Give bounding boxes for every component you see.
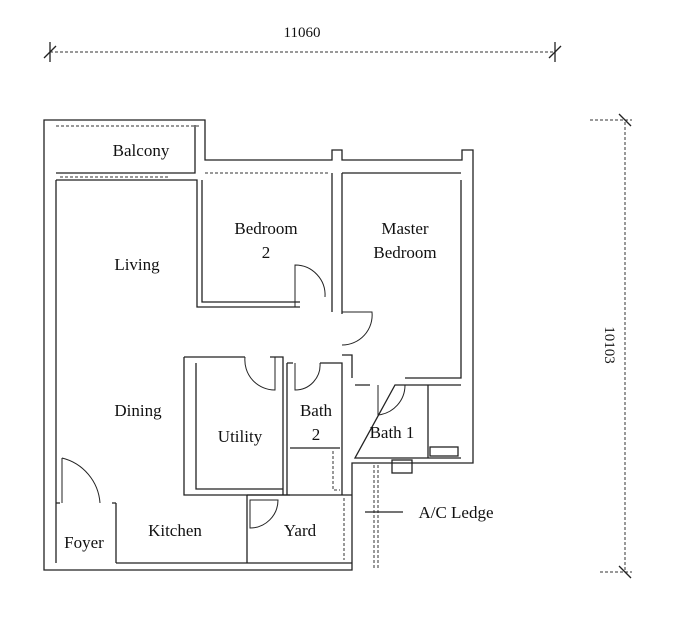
door-foyer <box>61 457 101 504</box>
height-dimension: 10103 <box>590 113 632 579</box>
width-dimension-label: 11060 <box>284 25 321 41</box>
label-bath1: Bath 1 <box>370 423 415 442</box>
label-bedroom2-line1: Bedroom <box>234 219 297 238</box>
door-bath1 <box>377 384 406 416</box>
label-balcony: Balcony <box>113 141 170 160</box>
door-yard <box>249 499 279 529</box>
width-dimension: 11060 <box>43 25 562 62</box>
height-dimension-label: 10103 <box>601 326 617 364</box>
door-bath2 <box>294 362 321 391</box>
label-bath2-line2: 2 <box>312 425 321 444</box>
label-living: Living <box>114 255 160 274</box>
doors <box>61 264 406 529</box>
label-bedroom2-line2: 2 <box>262 243 271 262</box>
label-master-line1: Master <box>381 219 429 238</box>
label-utility: Utility <box>218 427 263 446</box>
door-utility <box>244 356 276 391</box>
label-foyer: Foyer <box>64 533 104 552</box>
door-hall <box>341 311 373 346</box>
label-yard: Yard <box>284 521 317 540</box>
label-bath2-line1: Bath <box>300 401 333 420</box>
label-ac-ledge: A/C Ledge <box>418 503 493 522</box>
label-kitchen: Kitchen <box>148 521 202 540</box>
door-bedroom2 <box>294 264 326 307</box>
label-dining: Dining <box>114 401 162 420</box>
walls <box>43 119 474 571</box>
label-master-line2: Bedroom <box>373 243 436 262</box>
